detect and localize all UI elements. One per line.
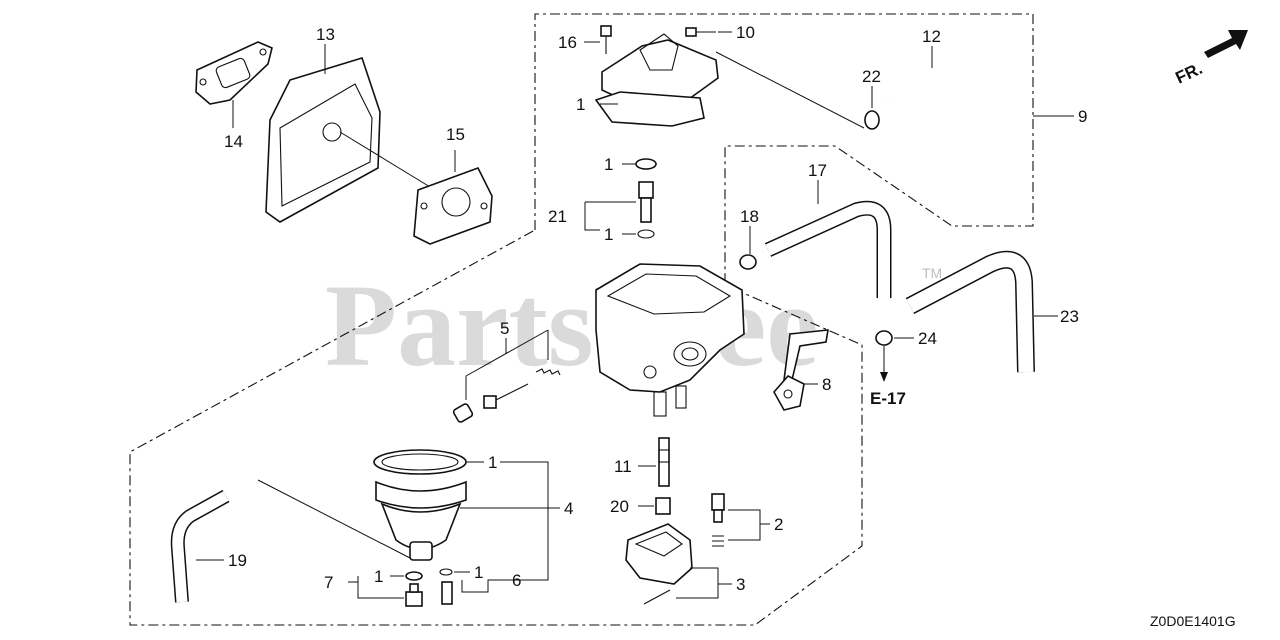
callout-8: 8 [822,375,831,394]
part-3-float[interactable] [625,523,693,605]
drawing-code: Z0D0E1401G [1150,613,1236,629]
callout-20: 20 [610,497,629,516]
part-4-float-chamber[interactable] [373,449,467,561]
callout-7: 7 [324,573,333,592]
callout-19: 19 [228,551,247,570]
part-6-drain-screw[interactable] [439,568,453,605]
callout-3: 3 [736,575,745,594]
part-top-cover[interactable] [594,33,719,127]
group-outline-upper [129,13,1034,626]
part-1-washer-top[interactable] [635,158,657,170]
part-18-clip[interactable] [739,254,757,270]
callout-16: 16 [558,33,577,52]
part-5-pilot-screw[interactable] [452,368,561,423]
callout-6: 6 [512,571,521,590]
callout-10: 10 [736,23,755,42]
callout-1b: 1 [604,155,613,174]
part-21-jet[interactable] [638,181,654,223]
callout-11: 11 [614,457,632,476]
callout-14: 14 [224,132,243,151]
part-16-screw[interactable] [600,25,612,54]
part-14-gasket[interactable] [195,41,273,105]
part-20-jet[interactable] [655,497,671,515]
callout-22: 22 [862,67,881,86]
callout-15: 15 [446,125,465,144]
reference-label: E-17 [870,389,906,408]
callout-13: 13 [316,25,335,44]
callout-5: 5 [500,319,509,338]
callout-18: 18 [740,207,759,226]
part-23-tube[interactable] [905,250,1035,373]
part-19-tube[interactable] [170,489,230,603]
part-17-tube[interactable] [764,200,892,298]
callout-23: 23 [1060,307,1079,326]
callout-1f: 1 [474,563,483,582]
part-15-insulator[interactable] [413,167,493,245]
part-24-clamp[interactable] [875,330,893,346]
part-2-screw-set[interactable] [711,493,725,547]
callout-2: 2 [774,515,783,534]
part-22-clip[interactable] [864,110,880,130]
callout-24: 24 [918,329,937,348]
watermark: PartsTree [325,260,819,391]
callout-1d: 1 [488,453,497,472]
callout-4: 4 [564,499,573,518]
part-10-screw[interactable] [685,27,716,37]
part-13-shield[interactable] [265,57,381,223]
watermark-tm: TM [922,265,942,281]
carburetor-body[interactable] [595,263,745,417]
part-1-oring[interactable] [637,229,655,239]
part-11-nozzle[interactable] [658,437,670,487]
part-8-lever[interactable] [773,329,829,411]
callout-1a: 1 [576,95,585,114]
callout-17: 17 [808,161,827,180]
callout-21: 21 [548,207,567,226]
callout-9: 9 [1078,107,1087,126]
callout-1c: 1 [604,225,613,244]
part-7-bolt[interactable] [405,583,423,607]
front-direction-arrow [1204,30,1248,58]
part-7-washer[interactable] [405,571,423,581]
callout-12: 12 [922,27,941,46]
front-direction-label: FR. [1173,59,1206,88]
part-12-tube[interactable] [885,62,978,215]
callout-1e: 1 [374,567,383,586]
